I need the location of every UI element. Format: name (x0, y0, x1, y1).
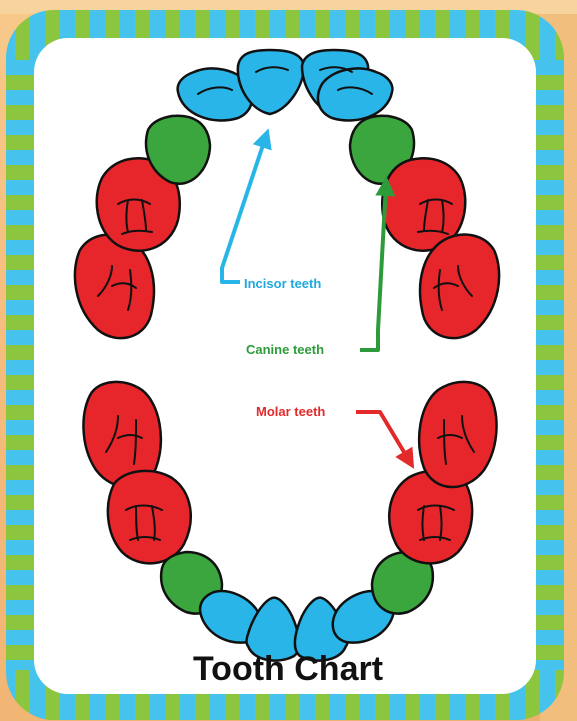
frame-border-left (6, 60, 36, 670)
incisor-label: Incisor teeth (244, 276, 321, 291)
canine-label: Canine teeth (246, 342, 324, 357)
molar-label: Molar teeth (256, 404, 325, 419)
chart-title: Tooth Chart (193, 650, 383, 688)
frame-border-right (534, 60, 564, 670)
chart-card (34, 38, 536, 694)
lower-left-molar-1 (108, 471, 191, 563)
